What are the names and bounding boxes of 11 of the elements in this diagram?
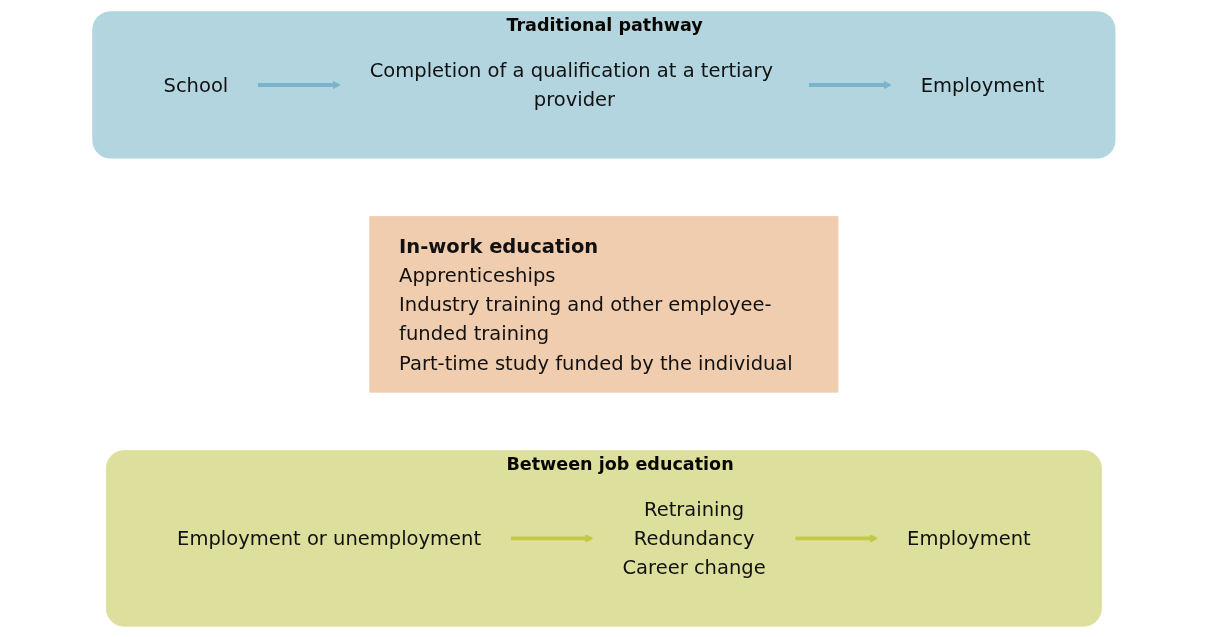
- arrow: [257, 80, 341, 89]
- node-text: Employment: [907, 526, 1031, 550]
- node-text: School: [163, 72, 229, 97]
- arrow: [808, 80, 892, 89]
- arrow: [795, 533, 879, 543]
- node-box: In-work education Apprenticeships Industry training and other employee-funded training Part-time study funded by the individual: [369, 215, 839, 393]
- node-text: Employment or unemployment: [177, 526, 482, 550]
- node-text: Retraining Redundancy Career change: [622, 496, 766, 579]
- node-text: Employment: [920, 72, 1045, 97]
- arrow: [510, 533, 594, 543]
- node-text: Completion of a qualification at a tertiary provider: [369, 58, 774, 111]
